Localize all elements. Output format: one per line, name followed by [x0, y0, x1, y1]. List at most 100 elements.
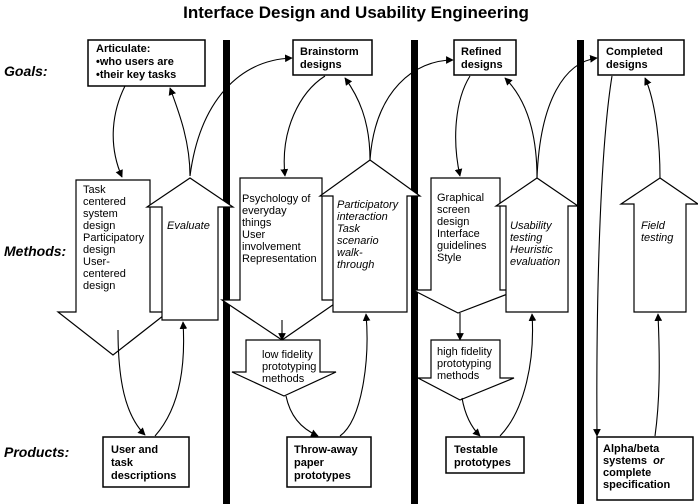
row-label-methods: Methods:	[4, 243, 66, 259]
text-line: screen	[437, 204, 470, 216]
text-line: descriptions	[111, 470, 176, 482]
method-graphical-arrow: Graphical screen design Interface guidel…	[412, 177, 519, 314]
text-line: low fidelity	[262, 349, 313, 361]
separator-bar-1	[223, 40, 230, 504]
svg-text:Testable prototypes: Testable prototypes	[454, 444, 511, 469]
flow-high-fidelity-to-testable	[461, 397, 481, 437]
text-line: Graphical	[437, 192, 484, 204]
method-low-fidelity-arrow: low fidelity prototyping methods	[231, 339, 337, 397]
method-participatory-interaction-arrow: Participatory interaction Task scenario …	[318, 159, 422, 313]
goal-articulate-line: •who users are	[96, 56, 174, 68]
text-line: through	[337, 259, 374, 271]
text-line: high fidelity	[437, 346, 493, 358]
text-line: Task	[337, 223, 360, 235]
svg-text:Graphical screen d: Graphical screen design Interface guidel…	[437, 192, 490, 264]
text-line: prototypes	[454, 457, 511, 469]
svg-text:Alpha/beta systems: Alpha/beta systems or complete specifica…	[603, 443, 671, 491]
flow-throwaway-to-participatory	[339, 313, 371, 437]
text-line: system	[83, 208, 118, 220]
flow-usability-to-refined	[504, 77, 538, 179]
text-line: centered	[83, 196, 126, 208]
goal-refined-box: Refined designs	[453, 39, 517, 76]
text-line: complete	[603, 467, 651, 479]
flow-alpha-beta-to-field-testing	[654, 313, 663, 437]
text-line: everyday	[242, 205, 287, 217]
text-line: Usability	[510, 220, 553, 232]
svg-text:Throw-away paper p: Throw-away paper prototypes	[294, 444, 361, 482]
flow-brainstorm-to-methods	[280, 75, 326, 177]
text-line: prototypes	[294, 470, 351, 482]
product-testable-box: Testable prototypes	[445, 436, 525, 474]
text-line: Heuristic	[510, 244, 553, 256]
text-line: systems	[603, 455, 647, 467]
svg-text:high fidelity prototypin: high fidelity prototyping methods	[437, 346, 495, 382]
text-line: walk-	[337, 247, 363, 259]
method-evaluate-label: Evaluate	[167, 220, 210, 232]
text-line: centered	[83, 268, 126, 280]
flow-completed-to-alpha-beta	[593, 75, 613, 437]
text-line: User-	[83, 256, 110, 268]
text-line: paper	[294, 457, 325, 469]
method-psychology-arrow: Psychology of everyday things User invol…	[220, 177, 342, 341]
text-line: prototyping	[437, 358, 491, 370]
text-line: prototyping	[262, 361, 316, 373]
diagram-title: Interface Design and Usability Engineeri…	[183, 3, 529, 22]
svg-text:Task centered syst: Task centered system design Participator…	[83, 184, 147, 292]
text-line: design	[437, 216, 469, 228]
method-high-fidelity-arrow: high fidelity prototyping methods	[417, 339, 515, 401]
flow-low-fidelity-to-throwaway	[285, 395, 319, 437]
flow-testable-to-usability	[499, 313, 537, 437]
flow-methods-to-user-task	[117, 329, 146, 436]
text-line: interaction	[337, 211, 388, 223]
text-line: Psychology of	[242, 193, 311, 205]
text-line: Field	[641, 220, 666, 232]
text-line: Interface	[437, 228, 480, 240]
svg-text:Articulate: •who users a: Articulate: •who users are •their key ta…	[96, 43, 177, 81]
goal-brainstorm-line: Brainstorm	[300, 46, 359, 58]
goal-articulate-line: Articulate:	[96, 43, 150, 55]
text-line: guidelines	[437, 240, 487, 252]
goal-refined-line: designs	[461, 59, 503, 71]
text-line: methods	[437, 370, 480, 382]
text-line: specification	[603, 479, 671, 491]
svg-text:Participatory interactio: Participatory interaction Task scenario …	[337, 199, 401, 271]
goal-articulate-box: Articulate: •who users are •their key ta…	[87, 39, 206, 87]
svg-text:User and task desc: User and task descriptions	[111, 444, 176, 482]
goal-brainstorm-line: designs	[300, 59, 342, 71]
text-line: Representation	[242, 253, 317, 265]
text-line: evaluation	[510, 256, 560, 268]
product-throwaway-box: Throw-away paper prototypes	[286, 436, 372, 488]
goal-completed-line: designs	[606, 59, 648, 71]
text-line: or	[653, 455, 665, 467]
flow-participatory-to-brainstorm	[344, 77, 371, 161]
text-line: involvement	[242, 241, 301, 253]
row-label-goals: Goals:	[4, 63, 48, 79]
text-line: Throw-away	[294, 444, 358, 456]
method-task-centered-arrow: Task centered system design Participator…	[56, 179, 170, 356]
flow-evaluate-to-brainstorm	[189, 54, 293, 177]
svg-text:Brainstorm designs: Brainstorm designs	[300, 46, 362, 71]
text-line: design	[83, 244, 115, 256]
svg-text:low fidelity prototyping: low fidelity prototyping methods	[262, 349, 320, 385]
flow-articulate-to-methods	[112, 85, 126, 178]
flow-evaluate-to-articulate	[168, 87, 191, 177]
text-line: Testable	[454, 444, 498, 456]
goal-completed-line: Completed	[606, 46, 663, 58]
goal-completed-box: Completed designs	[597, 39, 685, 76]
text-line: User	[242, 229, 266, 241]
row-label-products: Products:	[4, 444, 69, 460]
product-alpha-beta-box: Alpha/beta systems or complete specifica…	[596, 436, 694, 501]
flow-user-task-to-evaluate	[154, 321, 188, 437]
text-line: Participatory	[337, 199, 400, 211]
method-field-testing-arrow: Field testing	[619, 177, 698, 313]
svg-text:Usability testing: Usability testing Heuristic evaluation	[510, 220, 560, 268]
text-line: Alpha/beta	[603, 443, 660, 455]
svg-text:Refined designs: Refined designs	[461, 46, 504, 71]
text-line: testing	[510, 232, 543, 244]
text-line: task	[111, 457, 134, 469]
text-line: design	[83, 220, 115, 232]
text-line: design	[83, 280, 115, 292]
flow-field-testing-to-completed	[644, 77, 661, 179]
